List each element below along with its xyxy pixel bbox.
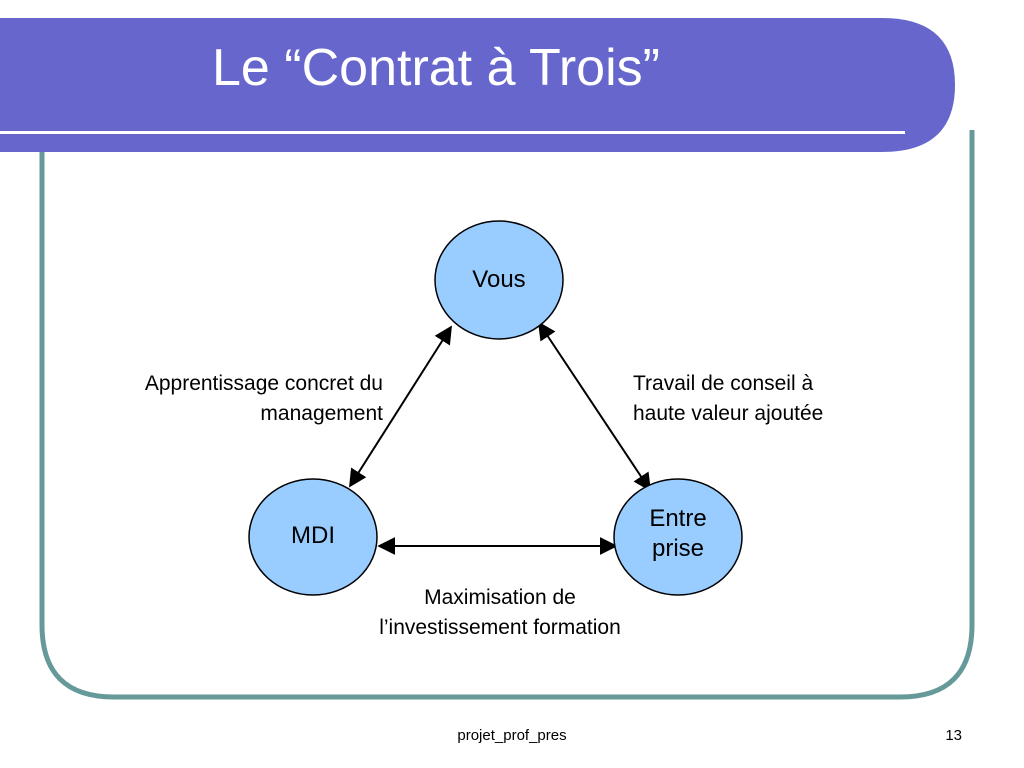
title-rule (0, 131, 905, 134)
edge-vous-entreprise (538, 321, 651, 492)
node-entreprise-label-line2: prise (651, 535, 705, 562)
node-entreprise-label: Entre prise (628, 504, 728, 564)
title-band (0, 18, 955, 152)
edge-label-vous-mdi-line2: management (260, 402, 383, 425)
edge-vous-mdi (349, 325, 452, 488)
node-vous-label: Vous (472, 266, 526, 293)
edge-label-vous-entreprise: Travail de conseil à haute valeur ajouté… (633, 369, 823, 429)
slide-title: Le “Contrat à Trois” (212, 39, 660, 97)
edge-label-mdi-entreprise-line2: l’investissement formation (379, 616, 621, 639)
node-mdi (248, 478, 378, 596)
edge-label-vous-entreprise-line1: Travail de conseil à (633, 372, 814, 395)
footer-presentation-name: projet_prof_pres (457, 727, 567, 744)
edge-label-vous-mdi-line1: Apprentissage concret du (144, 372, 383, 395)
footer-page-number: 13 (945, 727, 962, 744)
node-vous (434, 220, 564, 340)
node-entreprise (613, 478, 743, 596)
edge-label-mdi-entreprise-line1: Maximisation de (424, 586, 576, 609)
node-entreprise-label-line1: Entre (649, 505, 707, 532)
edge-label-vous-mdi: Apprentissage concret du management (145, 369, 383, 429)
content-frame-border (39, 130, 975, 700)
edge-label-mdi-entreprise: Maximisation de l’investissement formati… (310, 583, 690, 643)
node-mdi-label: MDI (291, 522, 335, 549)
edge-label-vous-entreprise-line2: haute valeur ajoutée (633, 402, 824, 425)
